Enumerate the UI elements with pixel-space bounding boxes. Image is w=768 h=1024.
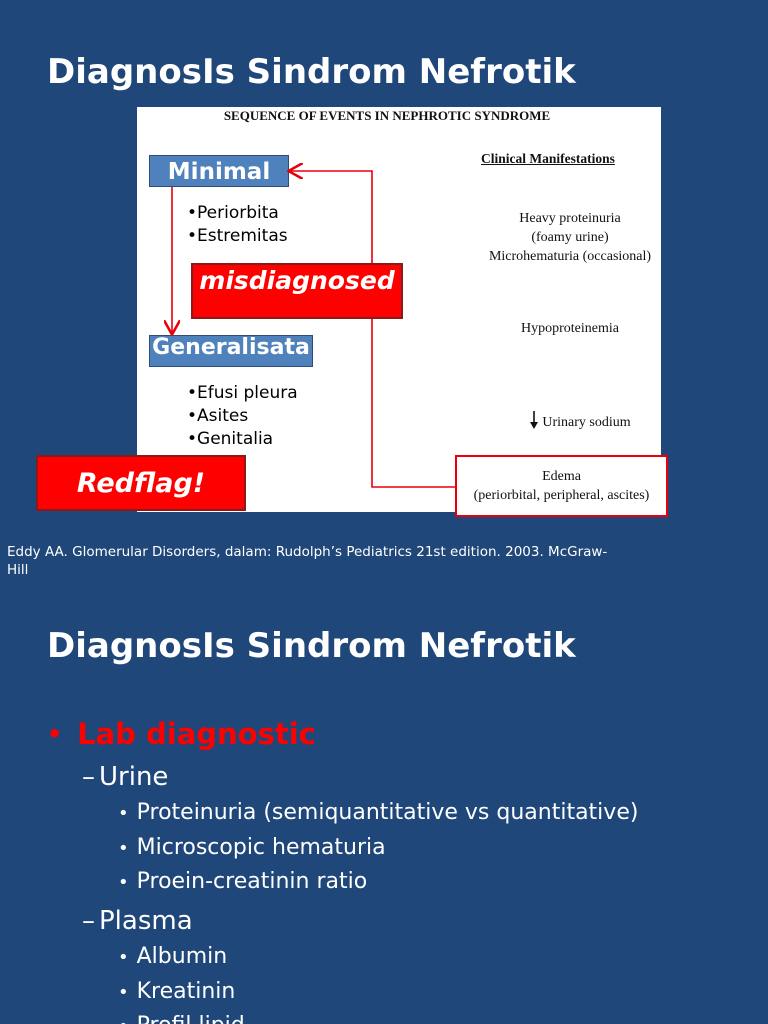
list-item: • Proteinuria (semiquantitative vs quanti…	[118, 800, 638, 825]
bullet-dot: •	[118, 1016, 129, 1024]
list-item: •Asites	[187, 406, 249, 426]
manifestation-line: (foamy urine)	[531, 230, 609, 245]
list-item: • Albumin	[118, 944, 227, 969]
edema-line: Edema	[542, 469, 581, 484]
list-item: •Genitalia	[187, 429, 274, 449]
list-item: •Efusi pleura	[187, 383, 298, 403]
bullet-dash: –	[82, 906, 95, 936]
list-item: •Estremitas	[187, 226, 288, 246]
urine-item: Microscopic hematuria	[136, 835, 386, 860]
slide2-title: DiagnosIs Sindrom Nefrotik	[47, 626, 576, 666]
minimal-stage-list: •Periorbita •Estremitas	[187, 202, 288, 248]
manifestations-heading: Clinical Manifestations	[481, 151, 615, 166]
urine-label: Urine	[99, 762, 169, 792]
list-item: • Profil lipid	[118, 1013, 245, 1024]
manifestation-line: Microhematuria (occasional)	[488, 249, 652, 264]
manifestation-urinary-sodium: Urinary sodium	[465, 411, 695, 432]
plasma-item: Kreatinin	[136, 979, 236, 1004]
list-item: •Periorbita	[187, 203, 279, 223]
lab-diagnostic-bullet: • Lab diagnostic	[46, 717, 316, 751]
edema-box: Edema (periorbital, peripheral, ascites)	[455, 455, 668, 517]
bullet-dot: •	[46, 717, 64, 751]
urinary-sodium-label: Urinary sodium	[542, 415, 631, 430]
redflag-callout: Redflag!	[36, 455, 246, 511]
urine-item: Proein-creatinin ratio	[136, 869, 368, 894]
urine-subheading: –Urine	[82, 762, 168, 792]
generalisata-stage-list: •Efusi pleura •Asites •Genitalia	[187, 382, 298, 451]
manifestation-line: Heavy proteinuria	[519, 211, 621, 226]
citation: Eddy AA. Glomerular Disorders, dalam: Ru…	[7, 544, 608, 578]
down-arrow-icon	[530, 411, 539, 429]
plasma-item: Profil lipid	[137, 1013, 245, 1024]
bullet-dot: •	[118, 982, 129, 1003]
manifestation-line: Hypoproteinemia	[521, 321, 619, 336]
stage-generalisata-box: Generalisata	[149, 335, 313, 367]
manifestation-hypoproteinemia: Hypoproteinemia	[455, 319, 685, 338]
list-item: • Microscopic hematuria	[118, 835, 386, 860]
plasma-subheading: –Plasma	[82, 906, 193, 936]
bullet-dash: –	[82, 762, 95, 792]
bullet-dot: •	[118, 947, 129, 968]
plasma-label: Plasma	[99, 906, 193, 936]
lab-diagnostic-label: Lab diagnostic	[77, 717, 316, 751]
plasma-item: Albumin	[136, 944, 228, 969]
list-item: • Kreatinin	[118, 979, 235, 1004]
figure-heading: SEQUENCE OF EVENTS IN NEPHROTIC SYNDROME	[223, 108, 551, 123]
edema-line: (periorbital, peripheral, ascites)	[473, 488, 650, 503]
bullet-dot: •	[118, 803, 129, 824]
manifestation-line: Urinary sodium	[465, 411, 695, 432]
urine-item: Proteinuria (semiquantitative vs quantit…	[136, 800, 639, 825]
misdiagnosed-callout: misdiagnosed	[191, 263, 403, 319]
list-item: • Proein-creatinin ratio	[118, 869, 367, 894]
bullet-dot: •	[118, 838, 129, 859]
bullet-dot: •	[118, 872, 129, 893]
manifestation-proteinuria: Heavy proteinuria (foamy urine) Microhem…	[455, 209, 685, 266]
stage-minimal-box: Minimal	[149, 155, 289, 187]
slide1-title: DiagnosIs Sindrom Nefrotik	[47, 52, 576, 92]
